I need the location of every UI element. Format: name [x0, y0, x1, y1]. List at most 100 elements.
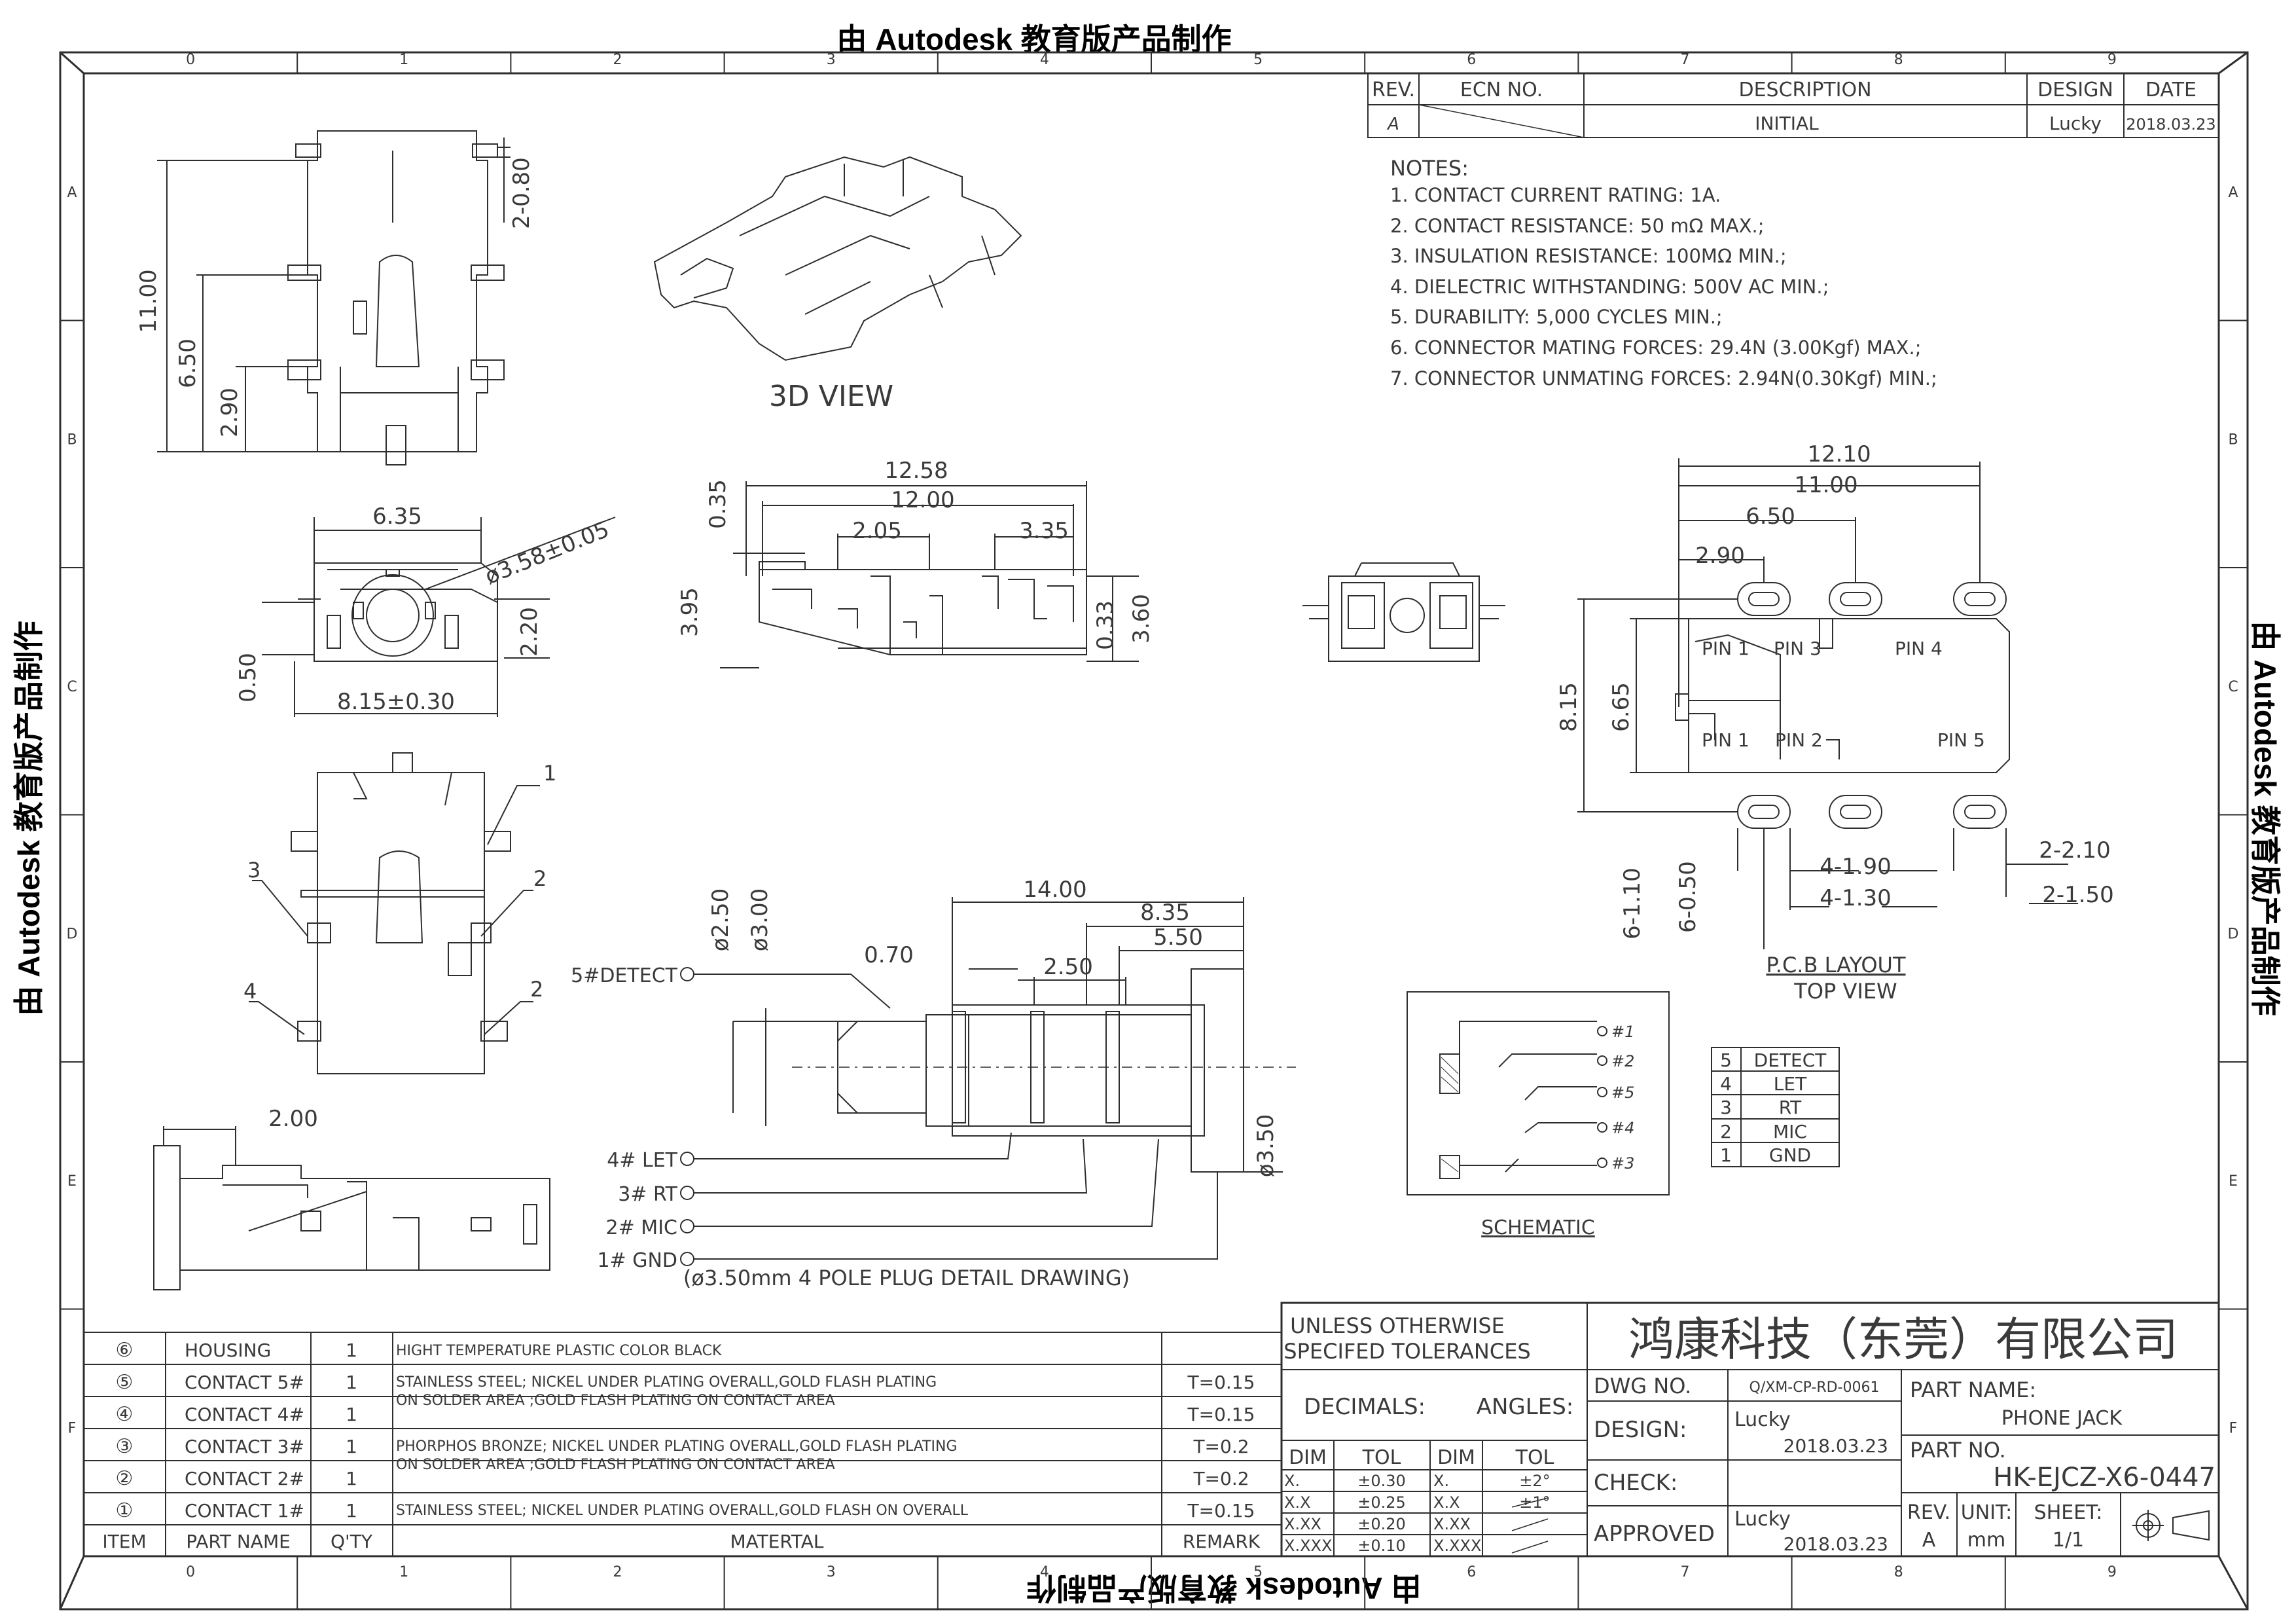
rev-row-design: Lucky: [2049, 113, 2102, 134]
side-dim-0-33: 0.33: [1092, 600, 1119, 650]
tol-row1-tol: ±0.30: [1357, 1472, 1406, 1490]
design-by: Lucky: [1734, 1408, 1791, 1431]
notes-title: NOTES:: [1390, 156, 1469, 181]
note-4: 4. DIELECTRIC WITHSTANDING: 500V AC MIN.…: [1390, 276, 1829, 298]
grid-col-label-bottom: 2: [613, 1564, 622, 1580]
plug-pin-detect: 5#DETECT: [571, 964, 678, 987]
watermark-bottom: 由 Autodesk 教育版产品制作: [1026, 1571, 1421, 1605]
pin-circle-mic: [680, 1219, 694, 1233]
side-dim-3-60: 3.60: [1128, 594, 1155, 644]
bom-qty-6: 1: [346, 1340, 357, 1361]
grid-row-label-left: F: [68, 1420, 77, 1436]
pin-circle-detect: [680, 967, 694, 981]
grid-col-label-top: 3: [827, 52, 836, 68]
grid-col-label-top: 5: [1253, 52, 1263, 68]
grid-col-label-top: 9: [2108, 52, 2117, 68]
plug-caption: (ø3.50mm 4 POLE PLUG DETAIL DRAWING): [683, 1266, 1130, 1290]
pin-circle-let: [680, 1152, 694, 1166]
pin-table-num-4: 4: [1720, 1073, 1732, 1095]
pcb-pad: [1737, 582, 1791, 616]
pcb-dim-2-2-10: 2-2.10: [2039, 837, 2111, 864]
grid-col-label-bottom: 6: [1467, 1564, 1476, 1580]
side-dim-0-35: 0.35: [705, 479, 731, 529]
pin-circle-gnd: [680, 1252, 694, 1266]
bom-header-item: ITEM: [102, 1531, 146, 1552]
bom-remark-2: T=0.2: [1193, 1468, 1249, 1489]
pin-table-num-1: 1: [1720, 1144, 1732, 1166]
pcb-pin-1-top: PIN 1: [1702, 638, 1749, 659]
dwg-no-value: Q/XM-CP-RD-0061: [1749, 1379, 1880, 1396]
bom-remark-1: T=0.15: [1187, 1500, 1255, 1522]
pcb-dim-6-65: 6.65: [1608, 682, 1634, 732]
pin-table-num-2: 2: [1720, 1121, 1732, 1142]
rev-header-desc: DESCRIPTION: [1738, 79, 1871, 101]
plug-dim-d3-5: ø3.50: [1253, 1114, 1279, 1178]
grid-row-label-right: C: [2228, 679, 2238, 695]
grid-row-label-right: D: [2228, 926, 2239, 942]
bom-part-1: CONTACT 1#: [185, 1500, 304, 1522]
pcb-pad: [1737, 795, 1791, 829]
bom-part-4: CONTACT 4#: [185, 1404, 304, 1425]
pcb-pin-3: PIN 3: [1774, 638, 1821, 659]
watermark-right: 由 Autodesk 教育版产品制作: [2248, 621, 2282, 1015]
top-dim-11: 11.00: [135, 269, 162, 333]
design-label: DESIGN:: [1594, 1417, 1687, 1443]
pin-label-4: 4: [243, 979, 257, 1004]
rev-header-ecn: ECN NO.: [1460, 79, 1543, 101]
plug-dim-0-70: 0.70: [864, 942, 914, 968]
schem-pin-5: #5: [1611, 1084, 1634, 1102]
approved-label: APPROVED: [1594, 1521, 1715, 1547]
bom-item-2: ②: [116, 1467, 134, 1490]
tol-row4-tol: ±0.10: [1357, 1537, 1406, 1555]
pin-label-1: 1: [543, 761, 556, 786]
tol-row2-adim: X.X: [1433, 1493, 1460, 1512]
grid-col-label-top: 8: [1894, 52, 1903, 68]
pcb-pin-2: PIN 2: [1775, 729, 1823, 751]
front-dim-2-2: 2.20: [516, 607, 543, 657]
pcb-pin-1-bottom: PIN 1: [1702, 729, 1749, 751]
schematic-title: SCHEMATIC: [1481, 1216, 1595, 1239]
bom-remark-5: T=0.15: [1187, 1372, 1255, 1393]
top-dim-2-0-8: 2-0.80: [509, 157, 535, 229]
grid-col-label-bottom: 5: [1253, 1564, 1263, 1580]
title-block: UNLESS OTHERWISE SPECIFED TOLERANCES 鸿康科…: [1280, 1302, 2220, 1558]
part-no-value: HK-EJCZ-X6-0447: [1993, 1463, 2215, 1493]
bom-header-material: MATERTAL: [730, 1531, 823, 1552]
pin-circle-rt: [680, 1186, 694, 1200]
grid-col-label-top: 4: [1040, 52, 1049, 68]
pin-label-2a: 2: [533, 866, 547, 891]
pcb-layout-title: P.C.B LAYOUT: [1766, 953, 1906, 977]
tol-row4-adim: X.XXX: [1433, 1537, 1481, 1555]
pcb-dim-11-00: 11.00: [1794, 472, 1857, 498]
rev-row-desc: INITIAL: [1755, 113, 1819, 134]
plug-dim-14: 14.00: [1023, 877, 1086, 903]
schem-pin-1: #1: [1611, 1023, 1634, 1041]
pcb-dim-8-15: 8.15: [1556, 682, 1582, 732]
plug-dim-d3-0: ø3.00: [747, 888, 773, 952]
note-6: 6. CONNECTOR MATING FORCES: 29.4N (3.00K…: [1390, 337, 1922, 359]
side-dim-2-05: 2.05: [852, 518, 902, 544]
tol-row3-dim: X.XX: [1284, 1515, 1321, 1533]
rev-header-design: DESIGN: [2037, 79, 2113, 101]
bom-item-1: ①: [116, 1499, 134, 1522]
note-2: 2. CONTACT RESISTANCE: 50 mΩ MAX.;: [1390, 215, 1765, 237]
watermark-top: 由 Autodesk 教育版产品制作: [836, 22, 1231, 56]
pcb-pad: [1953, 582, 2007, 616]
label-3d-view: 3D VIEW: [769, 380, 893, 413]
outer-border: [59, 51, 2249, 1611]
bom-qty-2: 1: [346, 1468, 357, 1489]
part-name-label: PART NAME:: [1910, 1377, 2036, 1402]
grid-col-label-bottom: 1: [399, 1564, 408, 1580]
tol-row2-dim: X.X: [1284, 1493, 1311, 1512]
side-dim-12-58: 12.58: [884, 458, 948, 484]
grid-col-label-top: 6: [1467, 52, 1476, 68]
bom-item-6: ⑥: [116, 1339, 134, 1362]
front-view-drawing: 6.35 ø3.58±0.05 0.50 2.20 8.15±0.30: [235, 503, 616, 717]
approved-date: 2018.03.23: [1784, 1533, 1888, 1555]
pcb-dim-6-1-10: 6-1.10: [1619, 867, 1645, 939]
bom-qty-5: 1: [346, 1372, 357, 1393]
rev-row-rev: A: [1386, 115, 1399, 134]
grid-col-label-top: 7: [1681, 52, 1690, 68]
grid-row-label-left: A: [67, 185, 77, 201]
